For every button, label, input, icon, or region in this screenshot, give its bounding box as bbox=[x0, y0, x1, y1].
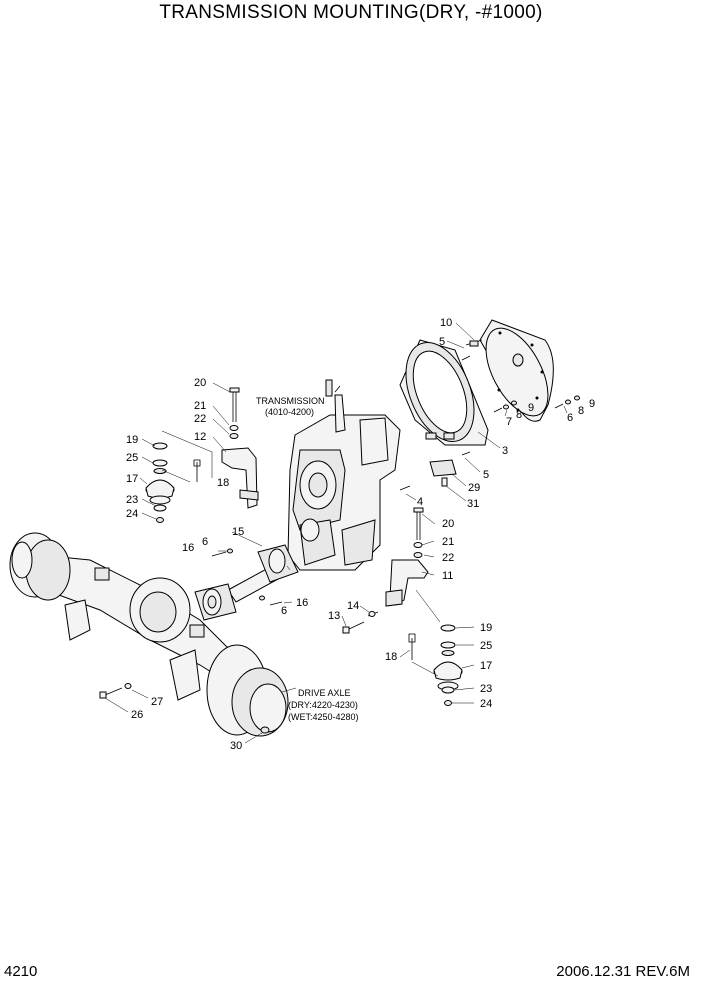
callout-15: 15 bbox=[232, 526, 244, 538]
transmission-label: TRANSMISSION bbox=[256, 396, 325, 406]
callout-22: 22 bbox=[194, 413, 206, 425]
callout-20: 20 bbox=[194, 377, 206, 389]
callout-4: 4 bbox=[417, 496, 423, 508]
assembly-notes: TRANSMISSION (4010-4200) DRIVE AXLE (DRY… bbox=[256, 396, 359, 722]
callout-25: 25 bbox=[126, 452, 138, 464]
callout-24: 24 bbox=[126, 508, 138, 520]
callout-23: 23 bbox=[126, 494, 138, 506]
flex-plate bbox=[479, 319, 554, 422]
callout-21: 21 bbox=[194, 400, 206, 412]
callout-26: 26 bbox=[131, 709, 143, 721]
callout-6: 6 bbox=[281, 605, 287, 617]
callout-8: 8 bbox=[578, 405, 584, 417]
callout-11: 11 bbox=[442, 570, 453, 582]
shaft-bolts bbox=[211, 548, 379, 634]
callout-16: 16 bbox=[296, 597, 308, 609]
callout-30: 30 bbox=[230, 740, 242, 752]
page-number: 4210 bbox=[4, 963, 38, 980]
callout-7: 7 bbox=[506, 416, 512, 428]
callout-18: 18 bbox=[385, 651, 397, 663]
callout-20: 20 bbox=[442, 518, 454, 530]
callout-25: 25 bbox=[480, 640, 492, 652]
callout-27: 27 bbox=[151, 696, 163, 708]
callout-12: 12 bbox=[194, 431, 206, 443]
callout-31: 31 bbox=[467, 498, 479, 510]
callout-16: 16 bbox=[182, 542, 194, 554]
callout-9: 9 bbox=[589, 398, 595, 410]
plate-hardware bbox=[334, 339, 580, 491]
drive-axle-dry: (DRY:4220-4230) bbox=[288, 700, 358, 710]
washer-stack-right bbox=[408, 624, 456, 706]
callout-17: 17 bbox=[480, 660, 492, 672]
rubber-mount-right bbox=[433, 661, 463, 691]
callout-6: 6 bbox=[567, 412, 573, 424]
drive-axle-label: DRIVE AXLE bbox=[298, 688, 351, 698]
callout-5: 5 bbox=[483, 469, 489, 481]
callout-21: 21 bbox=[442, 536, 454, 548]
drive-axle-wet: (WET:4250-4280) bbox=[288, 712, 359, 722]
transmission-body bbox=[287, 379, 401, 571]
bolt-right bbox=[413, 507, 424, 558]
callout-10: 10 bbox=[440, 317, 452, 329]
callout-29: 29 bbox=[468, 482, 480, 494]
axle-bolt bbox=[99, 683, 132, 699]
callout-24: 24 bbox=[480, 698, 492, 710]
callout-23: 23 bbox=[480, 683, 492, 695]
bolt-left bbox=[229, 387, 240, 439]
page-title: TRANSMISSION MOUNTING(DRY, -#1000) bbox=[159, 2, 543, 23]
drive-shaft bbox=[194, 544, 299, 621]
callout-18: 18 bbox=[217, 477, 229, 489]
callout-9: 9 bbox=[528, 402, 534, 414]
callout-labels: 10 5 7 8 9 6 8 9 3 5 29 31 4 20 21 22 12… bbox=[126, 317, 595, 752]
rubber-mount-left bbox=[145, 479, 175, 505]
drive-axle bbox=[9, 532, 289, 737]
callout-5: 5 bbox=[439, 336, 445, 348]
leader-lines bbox=[104, 322, 568, 744]
callout-14: 14 bbox=[347, 600, 359, 612]
mount-bracket-right bbox=[385, 559, 429, 607]
callout-19: 19 bbox=[480, 622, 492, 634]
callout-8: 8 bbox=[516, 409, 522, 421]
flywheel-housing bbox=[399, 339, 489, 446]
callout-3: 3 bbox=[502, 445, 508, 457]
callout-17: 17 bbox=[126, 473, 138, 485]
callout-22: 22 bbox=[442, 552, 454, 564]
callout-19: 19 bbox=[126, 434, 138, 446]
callout-13: 13 bbox=[328, 610, 340, 622]
revision-stamp: 2006.12.31 REV.6M bbox=[556, 963, 690, 980]
washer-stack-left bbox=[152, 442, 201, 523]
transmission-ref: (4010-4200) bbox=[265, 407, 314, 417]
mount-bracket-left bbox=[221, 447, 259, 509]
callout-6: 6 bbox=[202, 536, 208, 548]
